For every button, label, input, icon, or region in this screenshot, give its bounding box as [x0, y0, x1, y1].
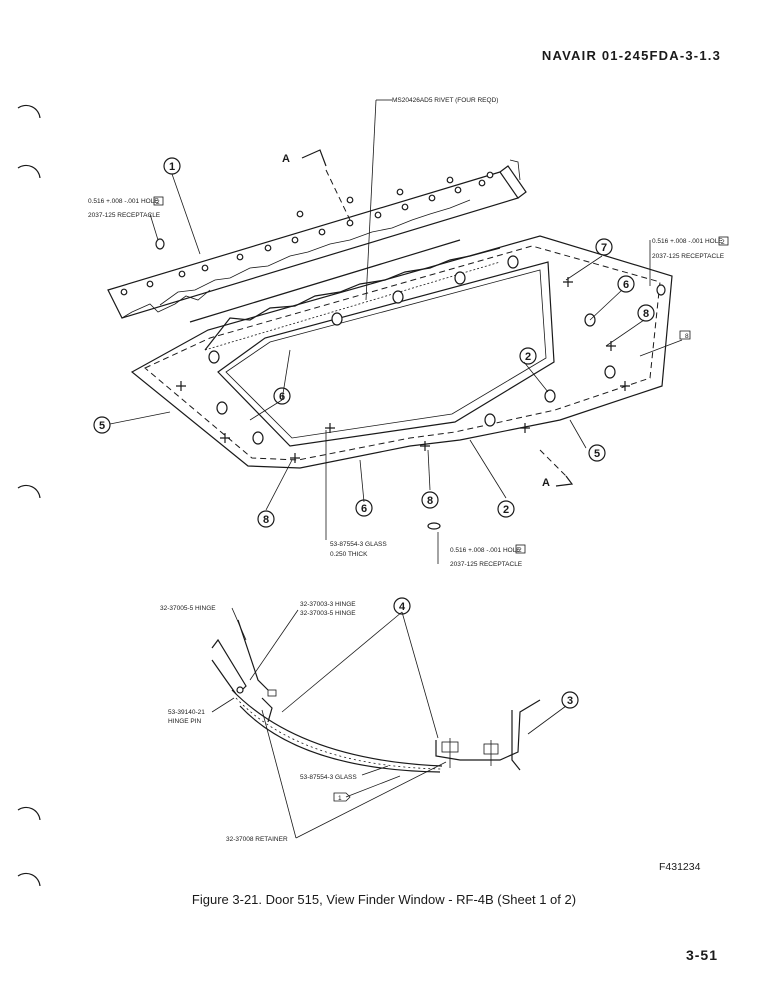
section-marker-top: A [282, 149, 351, 221]
flag-1: 1 [333, 792, 351, 802]
window-frame [130, 235, 673, 469]
callouts: 1 7 6 8 8 2 6 5 6 8 5 2 8 [93, 157, 691, 528]
binder-hole-marks [17, 104, 41, 887]
svg-text:32-37003-5 HINGE: 32-37003-5 HINGE [300, 610, 356, 617]
callout-6b: 6 [273, 387, 291, 405]
svg-text:8: 8 [643, 308, 649, 320]
svg-text:2: 2 [503, 504, 509, 516]
svg-text:53-87554-3 GLASS: 53-87554-3 GLASS [300, 774, 357, 781]
figure-caption: Figure 3-21. Door 515, View Finder Windo… [191, 892, 577, 907]
leader-lines [109, 99, 683, 540]
svg-text:2037-125 RECEPTACLE: 2037-125 RECEPTACLE [652, 253, 725, 260]
retainer-strip [189, 239, 501, 351]
svg-text:5: 5 [594, 448, 600, 460]
svg-text:2: 2 [518, 547, 522, 554]
svg-text:A: A [542, 477, 550, 489]
svg-text:0.516 +.008 -.001 HOLE: 0.516 +.008 -.001 HOLE [450, 547, 521, 554]
section-marker-bottom: A [539, 449, 574, 489]
svg-text:2037-125 RECEPTACLE: 2037-125 RECEPTACLE [88, 212, 161, 219]
page-number: 3-51 [685, 947, 718, 963]
callout-7: 7 [595, 238, 613, 256]
lower-labels: 32-37005-5 HINGE 32-37003-3 HINGE 32-370… [160, 601, 357, 843]
svg-text:0.516 +.008 -.001 HOLE: 0.516 +.008 -.001 HOLE [88, 198, 159, 205]
callout-2: 2 [519, 347, 537, 365]
glass-panel-section [231, 689, 443, 773]
svg-text:A: A [282, 153, 290, 165]
svg-text:2: 2 [721, 239, 725, 246]
callout-8c: 8 [421, 491, 439, 509]
callout-4: 4 [393, 597, 411, 615]
svg-text:32-37003-3 HINGE: 32-37003-3 HINGE [300, 601, 356, 608]
svg-text:2: 2 [525, 351, 531, 363]
exploded-view: A A [88, 97, 729, 568]
frame-crosses [176, 277, 630, 463]
svg-text:0.250 THICK: 0.250 THICK [330, 551, 368, 558]
figure-id: F431234 [659, 861, 701, 873]
svg-text:MS20426AD5 RIVET (FOUR REQD): MS20426AD5 RIVET (FOUR REQD) [392, 97, 498, 104]
svg-text:3: 3 [567, 695, 573, 707]
callout-6: 6 [617, 275, 635, 293]
document-number: NAVAIR 01-245FDA-3-1.3 [541, 48, 721, 63]
callout-8: 8 [637, 304, 655, 322]
svg-text:8: 8 [263, 514, 269, 526]
svg-text:6: 6 [623, 279, 629, 291]
lower-leaders [211, 607, 567, 839]
callout-3: 3 [561, 691, 579, 709]
svg-text:1: 1 [169, 161, 175, 173]
svg-text:2: 2 [156, 199, 160, 206]
callout-8b: 8 [679, 330, 691, 340]
hinge-assembly [211, 619, 277, 723]
retainer-bracket [435, 699, 541, 771]
callout-8d: 8 [257, 510, 275, 528]
callout-2b: 2 [497, 500, 515, 518]
callout-5: 5 [93, 416, 111, 434]
hinge-strip [107, 159, 527, 319]
svg-text:0.516 +.008 -.001 HOLE: 0.516 +.008 -.001 HOLE [652, 238, 723, 245]
callout-6c: 6 [355, 499, 373, 517]
svg-text:53-39140-21: 53-39140-21 [168, 709, 205, 716]
strip-holes [120, 171, 494, 296]
svg-text:1: 1 [338, 795, 342, 802]
frame-screws [208, 255, 616, 445]
svg-text:32-37005-5 HINGE: 32-37005-5 HINGE [160, 605, 216, 612]
callout-1: 1 [163, 157, 181, 175]
svg-text:53-87554-3 GLASS: 53-87554-3 GLASS [330, 541, 387, 548]
lower-callouts: 4 3 1 [333, 597, 579, 802]
svg-text:7: 7 [601, 242, 607, 254]
svg-text:5: 5 [99, 420, 105, 432]
svg-text:6: 6 [279, 391, 285, 403]
section-view: 4 3 1 32-37005-5 HINGE 32-37003-3 HINGE … [160, 597, 579, 843]
callout-5b: 5 [588, 444, 606, 462]
svg-text:6: 6 [361, 503, 367, 515]
svg-text:32-37008 RETAINER: 32-37008 RETAINER [226, 836, 288, 843]
upper-labels: MS20426AD5 RIVET (FOUR REQD) 0.516 +.008… [88, 97, 729, 568]
svg-text:8: 8 [685, 333, 689, 340]
svg-text:2037-125 RECEPTACLE: 2037-125 RECEPTACLE [450, 561, 523, 568]
svg-text:4: 4 [399, 601, 406, 613]
svg-text:8: 8 [427, 495, 433, 507]
svg-text:HINGE PIN: HINGE PIN [168, 718, 202, 725]
